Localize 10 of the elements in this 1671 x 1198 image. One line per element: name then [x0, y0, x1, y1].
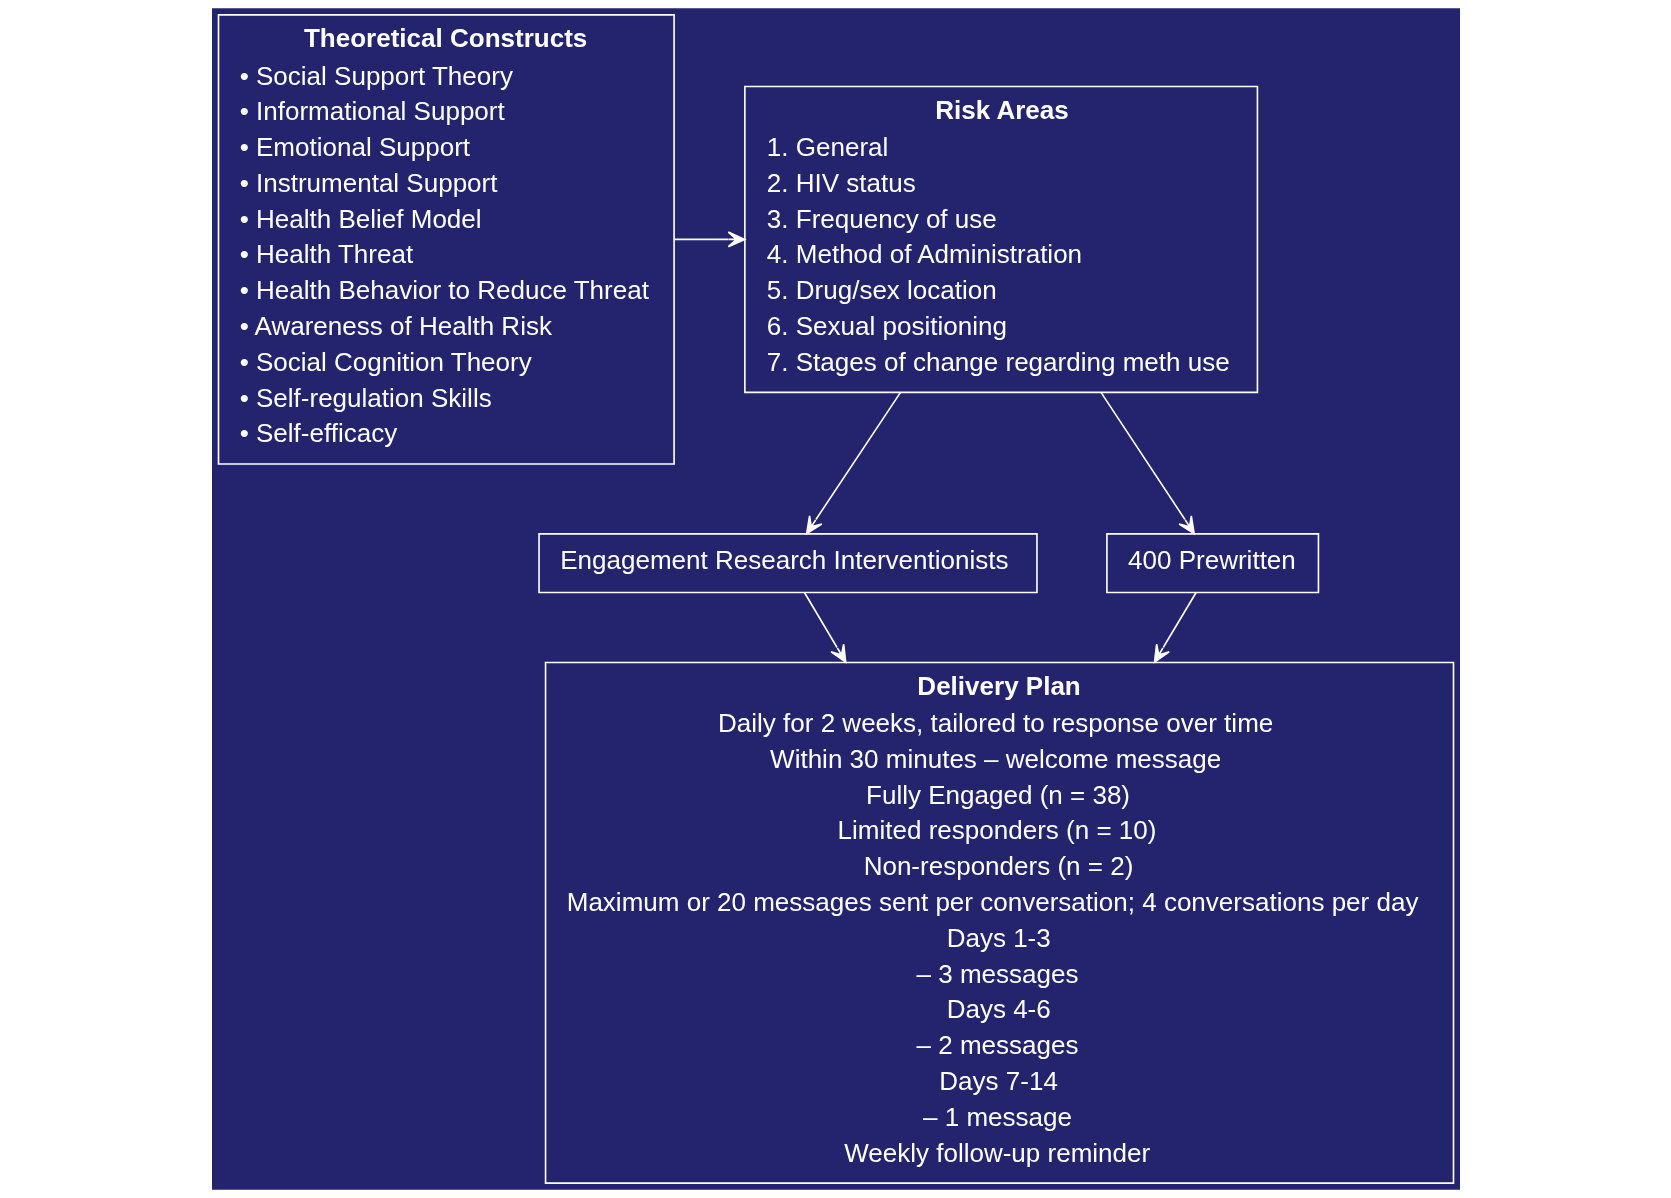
arrow	[673, 231, 745, 248]
node-box: Risk Areas 1. General 2. HIV status 3. Frequency of use 4. Method of Administration 5. Drug/sex location 6. Sexual positioning 7. Stages of change regarding meth use	[743, 85, 1258, 394]
node-box: Delivery Plan Daily for 2 weeks, tailored to response over time Within 30 minutes – welcome message Fully Engaged (n = 38) Limited responders (n = 10) Non-responders (n = 2) Maximum or 20 messages sent per conversation; 4 conversations per day Days 1-3 – 3 messages Days 4-6 – 2 messages Days 7-14 – 1 message Weekly follow-up reminder	[544, 661, 1454, 1184]
arrow	[803, 591, 846, 663]
arrow	[1099, 391, 1195, 535]
node-box: Theoretical Constructs • Social Support Theory • Informational Support • Emotional Support • Instrumental Support • Health Belief Model • Health Threat • Health Behavior to Reduce Threat • Awareness of Health Risk • Social Cognition Theory • Self-regulation Skills • Self-efficacy	[217, 14, 675, 465]
node-box: 400 Prewritten	[1105, 533, 1319, 594]
node-box: Engagement Research Interventionists	[537, 533, 1038, 594]
arrow	[1153, 591, 1197, 663]
arrow	[805, 391, 901, 535]
